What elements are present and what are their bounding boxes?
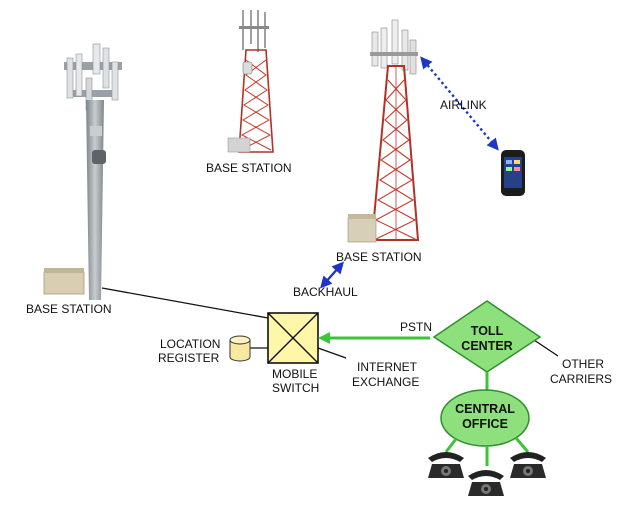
backhaul-arrow: [320, 261, 344, 289]
mobile-switch-label-2: SWITCH: [272, 381, 319, 395]
location-register-label-1: LOCATION: [160, 337, 220, 351]
central-office-label-2: OFFICE: [462, 417, 508, 431]
airlink-arrow: [420, 56, 499, 151]
backhaul-label: BACKHAUL: [293, 285, 358, 299]
base-station-right-label: BASE STATION: [336, 250, 422, 264]
link-central-to-phone-left: [444, 438, 458, 453]
desk-telephone-icon: [510, 452, 546, 478]
internet-exchange-label-1: INTERNET: [357, 360, 418, 374]
mobile-switch-label-1: MOBILE: [272, 367, 317, 381]
desk-telephone-icon: [468, 470, 504, 496]
base-station-left-label: BASE STATION: [26, 302, 112, 316]
toll-center-label-1: TOLL: [471, 324, 504, 338]
location-register-label-2: REGISTER: [158, 351, 220, 365]
base-station-top-label: BASE STATION: [206, 161, 292, 175]
other-carriers-label-2: CARRIERS: [550, 372, 612, 386]
central-office-node: [440, 389, 530, 447]
mobile-switch-node: [267, 312, 319, 364]
link-base-station-to-switch: [101, 287, 269, 319]
cell-tower-icon: [347, 19, 420, 243]
smartphone-icon: [501, 150, 525, 196]
link-central-to-phone-right: [514, 437, 530, 453]
link-toll-to-carriers: [533, 339, 559, 357]
cell-tower-icon: [43, 43, 122, 300]
internet-exchange-label-2: EXCHANGE: [352, 375, 419, 389]
pstn-label: PSTN: [400, 320, 432, 334]
cell-tower-icon: [227, 10, 274, 153]
desk-telephone-icon: [428, 452, 464, 478]
toll-center-label-2: CENTER: [461, 339, 512, 353]
central-office-label-1: CENTRAL: [455, 402, 515, 416]
airlink-label: AIRLINK: [440, 98, 487, 112]
link-switch-to-internet: [317, 347, 347, 359]
database-cylinder-icon: [229, 335, 251, 362]
other-carriers-label-1: OTHER: [562, 357, 604, 371]
